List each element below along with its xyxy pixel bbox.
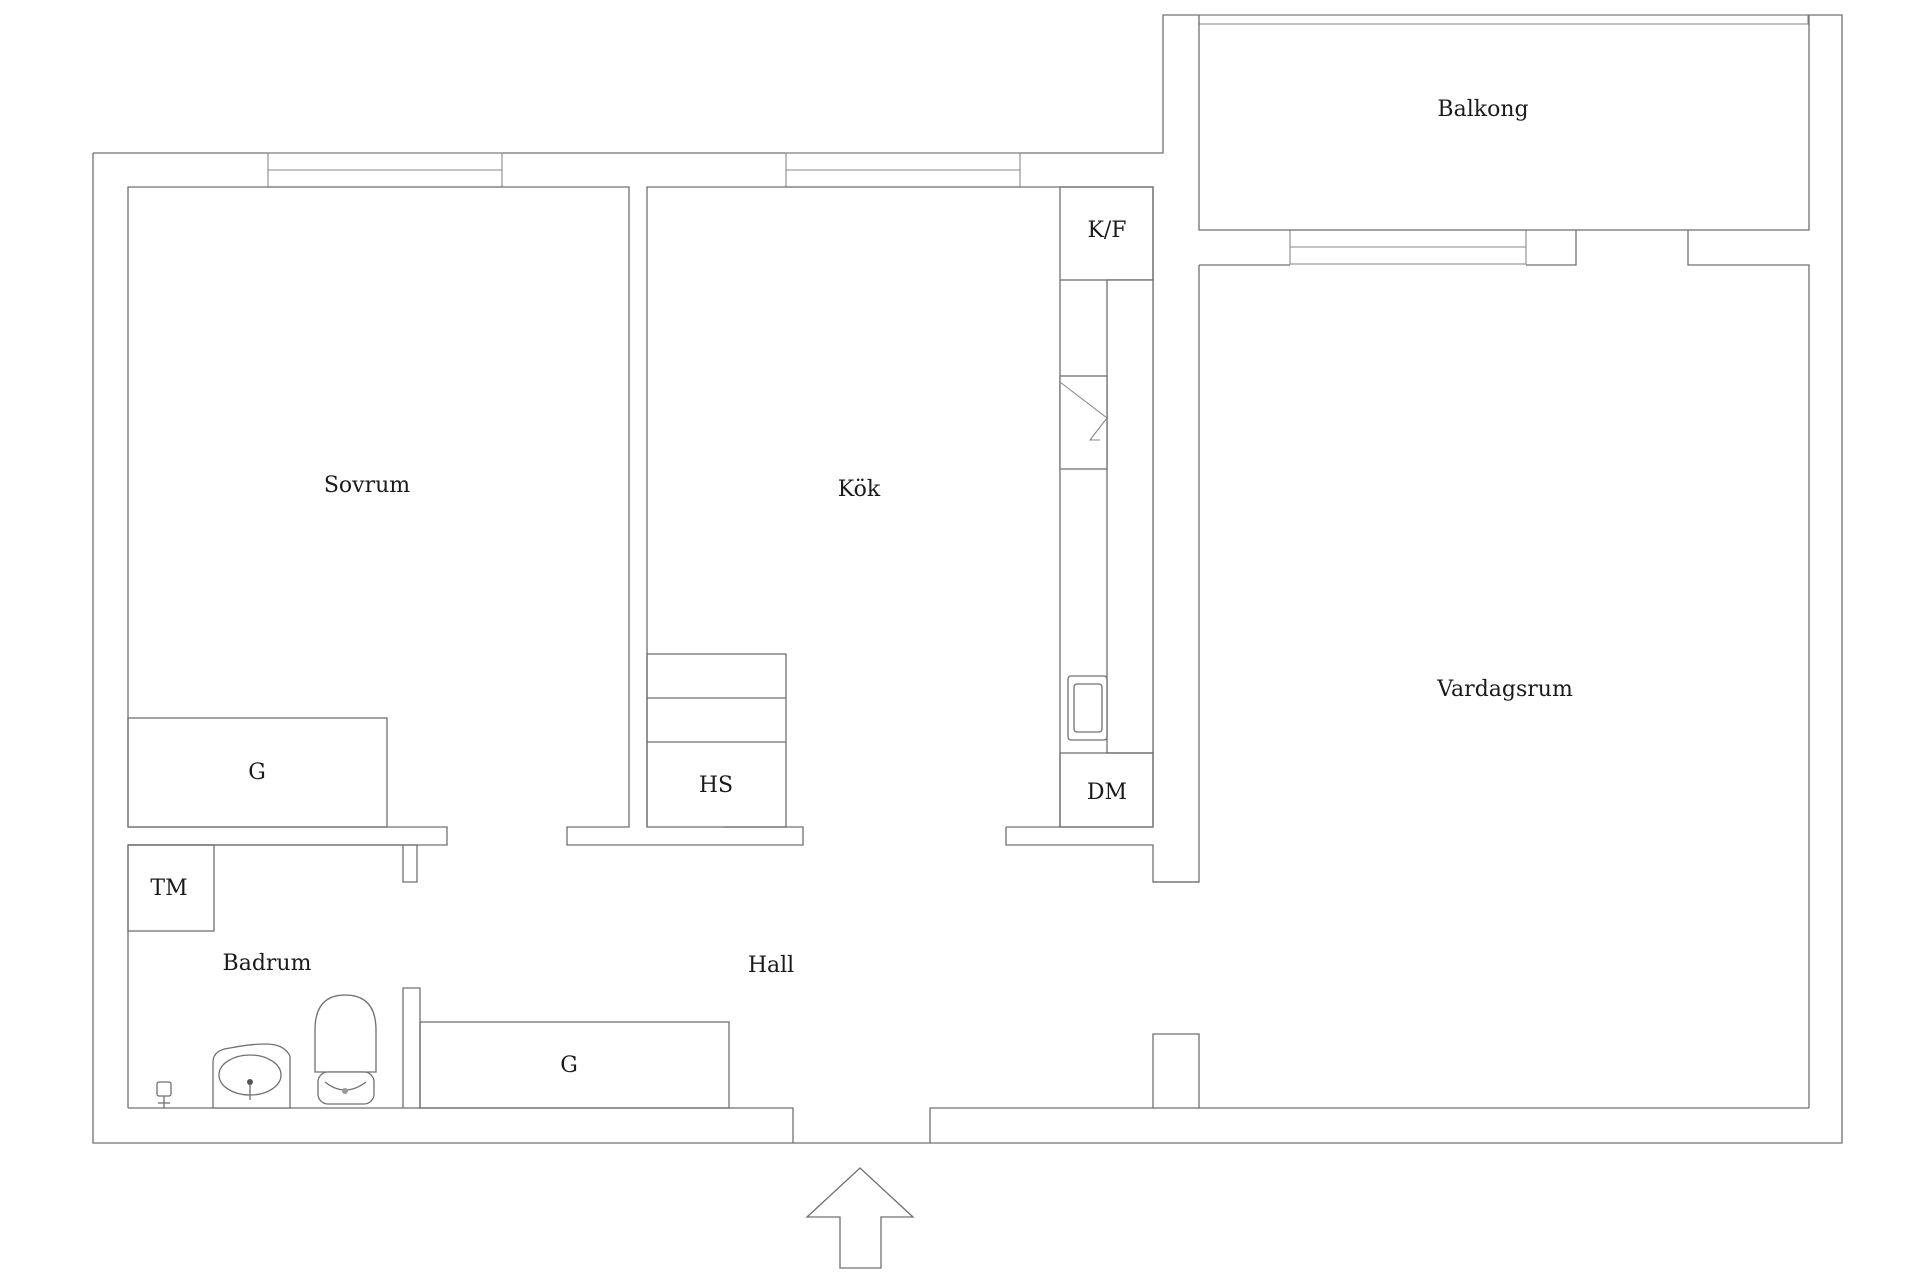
hs-wardrobe [646, 653, 787, 828]
label-kok: Kök [838, 477, 881, 502]
kitchen-counter [1106, 279, 1154, 754]
label-hs: HS [699, 773, 733, 798]
label-tm: TM [150, 876, 187, 901]
bedroom [127, 186, 804, 846]
label-hall: Hall [748, 953, 794, 978]
kitchen-sink-icon [1067, 675, 1108, 741]
label-kf: K/F [1087, 218, 1126, 243]
tm-closet [127, 844, 215, 932]
dm-cabinet [1059, 752, 1154, 828]
room-labels: Balkong Sovrum Kök K/F Vardagsrum G HS D… [150, 97, 1573, 1078]
bedroom-wardrobe [127, 717, 388, 828]
kitchen [646, 186, 1200, 883]
toilet-icon [314, 994, 377, 1105]
balcony [1198, 15, 1810, 231]
label-hall-g: G [560, 1053, 578, 1078]
living-room [1152, 230, 1810, 1108]
bathroom [127, 844, 421, 1109]
label-vardagsrum: Vardagsrum [1436, 677, 1573, 702]
label-dm: DM [1087, 780, 1127, 805]
outer-walls [92, 14, 1843, 1144]
hall-wardrobe [419, 1021, 730, 1109]
label-badrum: Badrum [223, 951, 312, 976]
arrow-up-icon [805, 1167, 915, 1269]
faucet-icon [156, 1081, 172, 1108]
label-balkong: Balkong [1437, 97, 1528, 122]
sink-icon [212, 1043, 291, 1109]
windows [267, 14, 1809, 265]
stove-icon [1059, 375, 1108, 470]
label-sovrum: Sovrum [324, 473, 410, 498]
label-sovrum-g: G [248, 760, 266, 785]
